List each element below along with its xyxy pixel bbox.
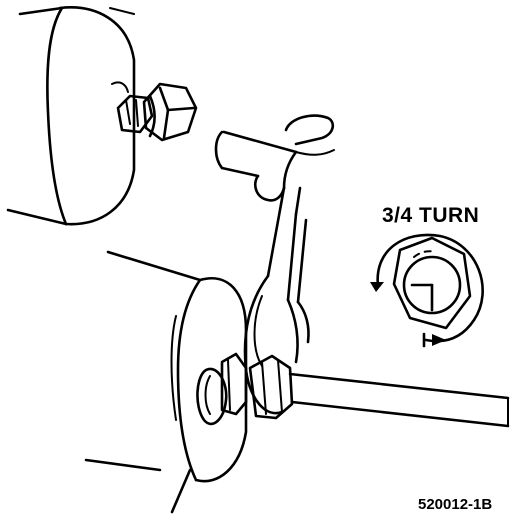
lower-fitting xyxy=(196,352,510,428)
turn-hex-symbol xyxy=(370,233,484,348)
turn-amount-label: 3/4 TURN xyxy=(382,204,480,227)
wrench xyxy=(214,114,335,415)
upper-cylinder xyxy=(6,6,136,226)
figure-code: 520012-1B xyxy=(418,496,493,513)
upper-fitting-nut xyxy=(116,82,198,142)
